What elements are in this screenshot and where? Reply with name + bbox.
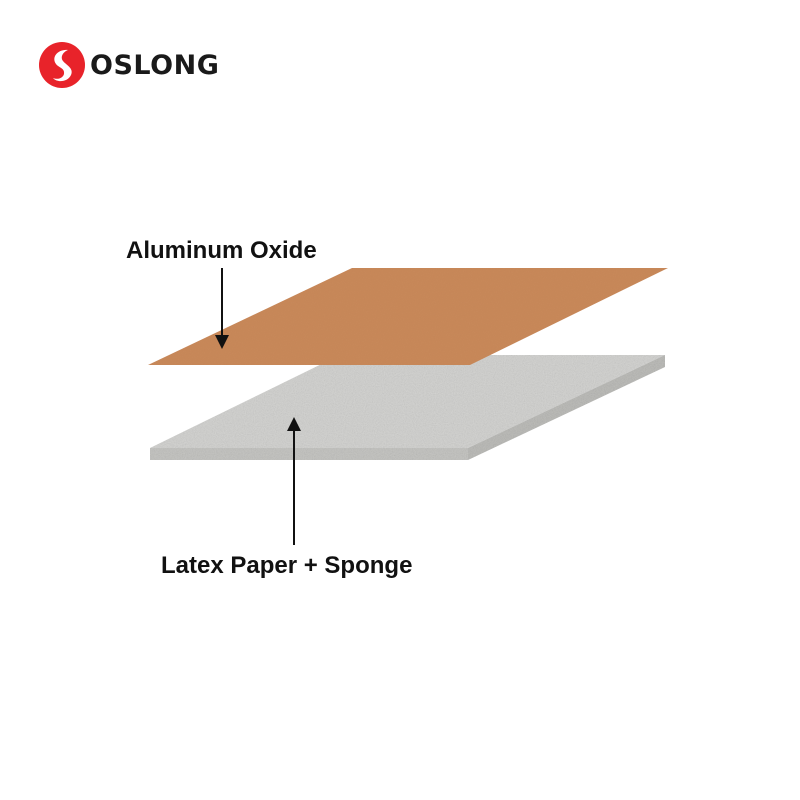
- sponge-layer-top-face: [150, 355, 665, 448]
- aluminum-oxide-label: Aluminum Oxide: [126, 237, 317, 264]
- sponge-layer-side-edge: [468, 355, 665, 460]
- sponge-layer-label: Latex Paper + Sponge: [161, 552, 413, 579]
- brand-header: OSLONG: [38, 40, 219, 90]
- sponge-layer: [150, 355, 665, 460]
- brand-logo-icon: [39, 42, 85, 88]
- sponge-layer-front-edge: [150, 448, 468, 460]
- aluminum-oxide-sheet: [148, 268, 668, 365]
- aluminum-oxide-layer: [148, 268, 668, 365]
- brand-name: OSLONG: [90, 49, 220, 81]
